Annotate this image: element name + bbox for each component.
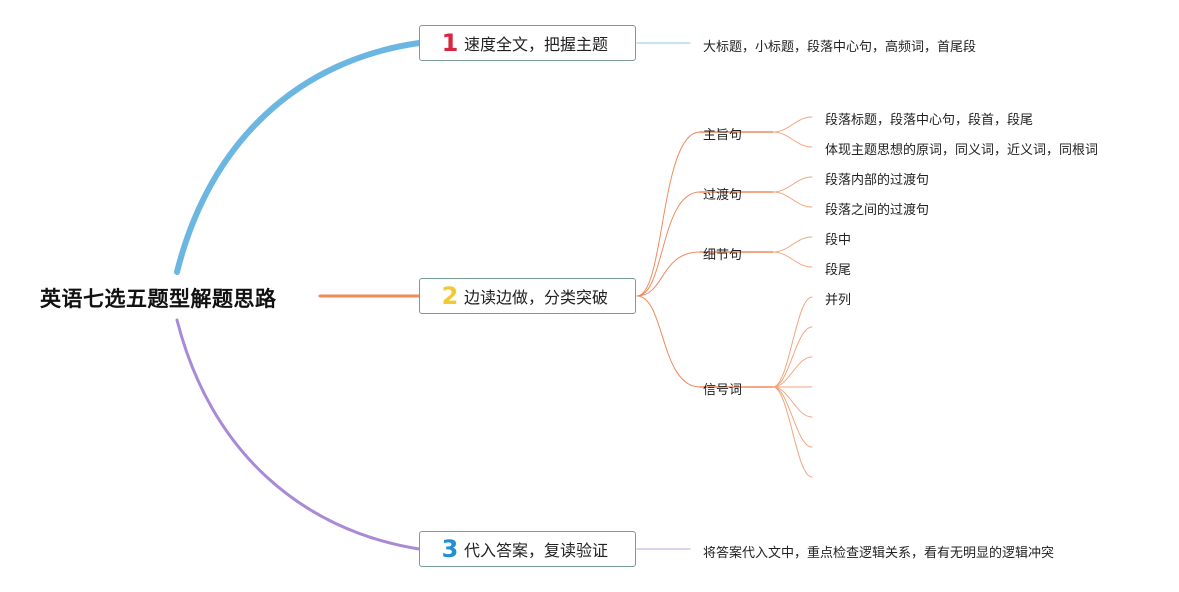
- leaf-connector-2-0: [772, 236, 813, 253]
- branch-1-connector: [174, 40, 422, 275]
- branch-1-number-icon: 1: [441, 29, 459, 57]
- branch-2-box[interactable]: 2 边读边做，分类突破: [419, 278, 636, 314]
- subtopic-detail-item[interactable]: 段尾: [825, 263, 852, 278]
- leaf-connector-3-6: [772, 386, 813, 478]
- subtopic-connector-1: [636, 191, 701, 297]
- subtopic-signal-words[interactable]: 信号词: [703, 383, 743, 398]
- root-topic[interactable]: 英语七选五题型解题思路: [40, 287, 277, 311]
- branch-3-box[interactable]: 3 代入答案，复读验证: [419, 531, 636, 567]
- subtopic-signal-item[interactable]: 并列: [825, 293, 852, 308]
- leaf-connector-2-1: [772, 251, 813, 268]
- leaf-connector-3-0: [772, 296, 813, 388]
- branch-3-number-icon: 3: [441, 535, 459, 563]
- subtopic-transition-item[interactable]: 段落内部的过渡句: [825, 173, 930, 188]
- subtopic-topic-sentence[interactable]: 主旨句: [703, 128, 743, 143]
- subtopic-transition-sentence[interactable]: 过渡句: [703, 188, 743, 203]
- branch-1-note[interactable]: 大标题，小标题，段落中心句，高频词，首尾段: [703, 40, 977, 55]
- leaf-connector-3-1: [772, 326, 813, 388]
- subtopic-connector-0: [636, 131, 701, 297]
- branch-3-note[interactable]: 将答案代入文中，重点检查逻辑关系，看有无明显的逻辑冲突: [703, 546, 1055, 561]
- branch-1-box[interactable]: 1 速度全文，把握主题: [419, 25, 636, 61]
- leaf-connector-3-2: [772, 356, 813, 388]
- leaf-connector-0-1: [772, 131, 813, 148]
- subtopic-topic-sentence-item[interactable]: 段落标题，段落中心句，段首，段尾: [825, 113, 1034, 128]
- leaf-connector-0-0: [772, 116, 813, 133]
- subtopic-connector-3: [636, 295, 701, 388]
- branch-1-label: 速度全文，把握主题: [464, 35, 609, 54]
- branch-2-label: 边读边做，分类突破: [464, 288, 609, 307]
- branch-3-connector: [175, 318, 421, 551]
- branch-3-label: 代入答案，复读验证: [464, 541, 609, 560]
- subtopic-detail-sentence[interactable]: 细节句: [703, 248, 743, 263]
- leaf-connector-1-1: [772, 191, 813, 208]
- subtopic-transition-item[interactable]: 段落之间的过渡句: [825, 203, 930, 218]
- leaf-connector-3-5: [772, 386, 813, 448]
- subtopic-detail-item[interactable]: 段中: [825, 233, 852, 248]
- leaf-connector-1-0: [772, 176, 813, 193]
- branch-2-number-icon: 2: [441, 282, 459, 310]
- subtopic-topic-sentence-item[interactable]: 体现主题思想的原词，同义词，近义词，同根词: [825, 143, 1099, 158]
- subtopic-connector-2: [636, 251, 701, 297]
